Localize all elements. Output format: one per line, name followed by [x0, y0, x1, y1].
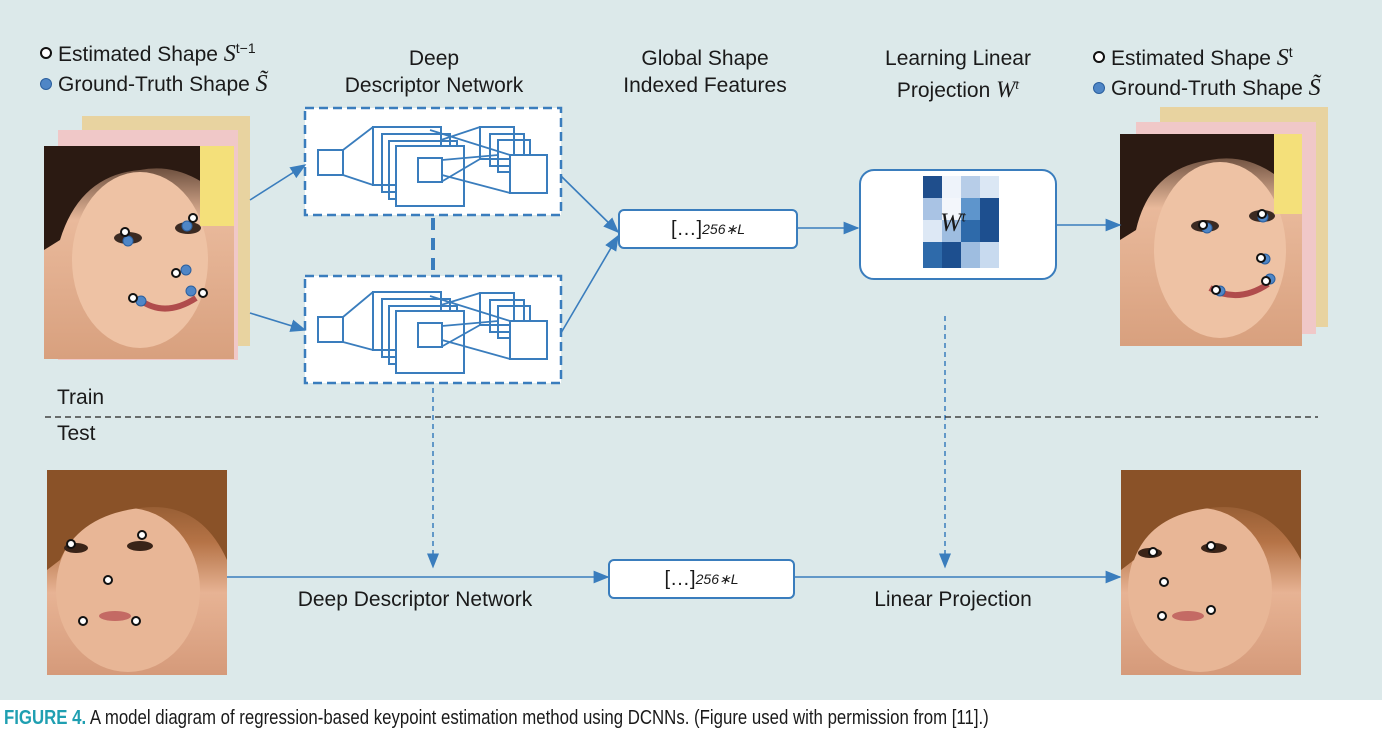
projection-matrix-heatmap — [923, 176, 999, 268]
test-input-keypoints — [66, 530, 147, 626]
estimated-shape-marker — [40, 47, 52, 59]
caption-text: A model diagram of regression-based keyp… — [86, 707, 989, 729]
test-output-keypoints — [1148, 541, 1216, 621]
legend-left-estimated: Estimated Shape St−1 — [40, 36, 256, 67]
header-learning-projection: Learning Linear Projection Wt — [885, 47, 1031, 102]
ground-truth-shape-marker — [40, 78, 52, 90]
train-arrows — [249, 164, 1122, 334]
projection-matrix-box — [859, 169, 1057, 280]
train-output-keypoints — [1198, 209, 1276, 297]
feature-vector-train: […]256∗L — [618, 209, 798, 249]
figure-number: FIGURE 4. — [4, 707, 87, 729]
feature-vector-test: […]256∗L — [608, 559, 795, 599]
projection-matrix-label: Wt — [940, 208, 966, 237]
deep-descriptor-network-lower — [303, 274, 563, 385]
test-output-face — [1121, 470, 1301, 675]
test-label: Test — [57, 422, 96, 445]
figure-caption: FIGURE 4. A model diagram of regression-… — [4, 707, 989, 730]
ground-truth-shape-marker — [1093, 82, 1105, 94]
test-deep-descriptor-label: Deep Descriptor Network — [297, 588, 533, 611]
legend-right-estimated: Estimated Shape St — [1093, 40, 1293, 71]
legend-right-ground-truth: Ground-Truth Shape S̃ — [1093, 76, 1321, 101]
diagram-canvas — [44, 106, 1328, 675]
train-label: Train — [57, 386, 105, 409]
header-deep-descriptor: Deep Descriptor Network — [344, 47, 524, 97]
figure-panel: Estimated Shape St−1 Ground-Truth Shape … — [0, 0, 1382, 700]
test-input-face — [47, 470, 227, 675]
estimated-shape-marker — [1093, 51, 1105, 63]
train-input-keypoints — [120, 213, 208, 307]
legend-left-ground-truth: Ground-Truth Shape S̃ — [40, 72, 268, 97]
train-output-face-stack — [1120, 107, 1328, 346]
test-linear-projection-label: Linear Projection — [874, 588, 1032, 611]
deep-descriptor-network-upper — [303, 106, 563, 217]
header-global-shape-features: Global Shape Indexed Features — [623, 47, 787, 97]
train-input-face-stack — [44, 116, 250, 360]
